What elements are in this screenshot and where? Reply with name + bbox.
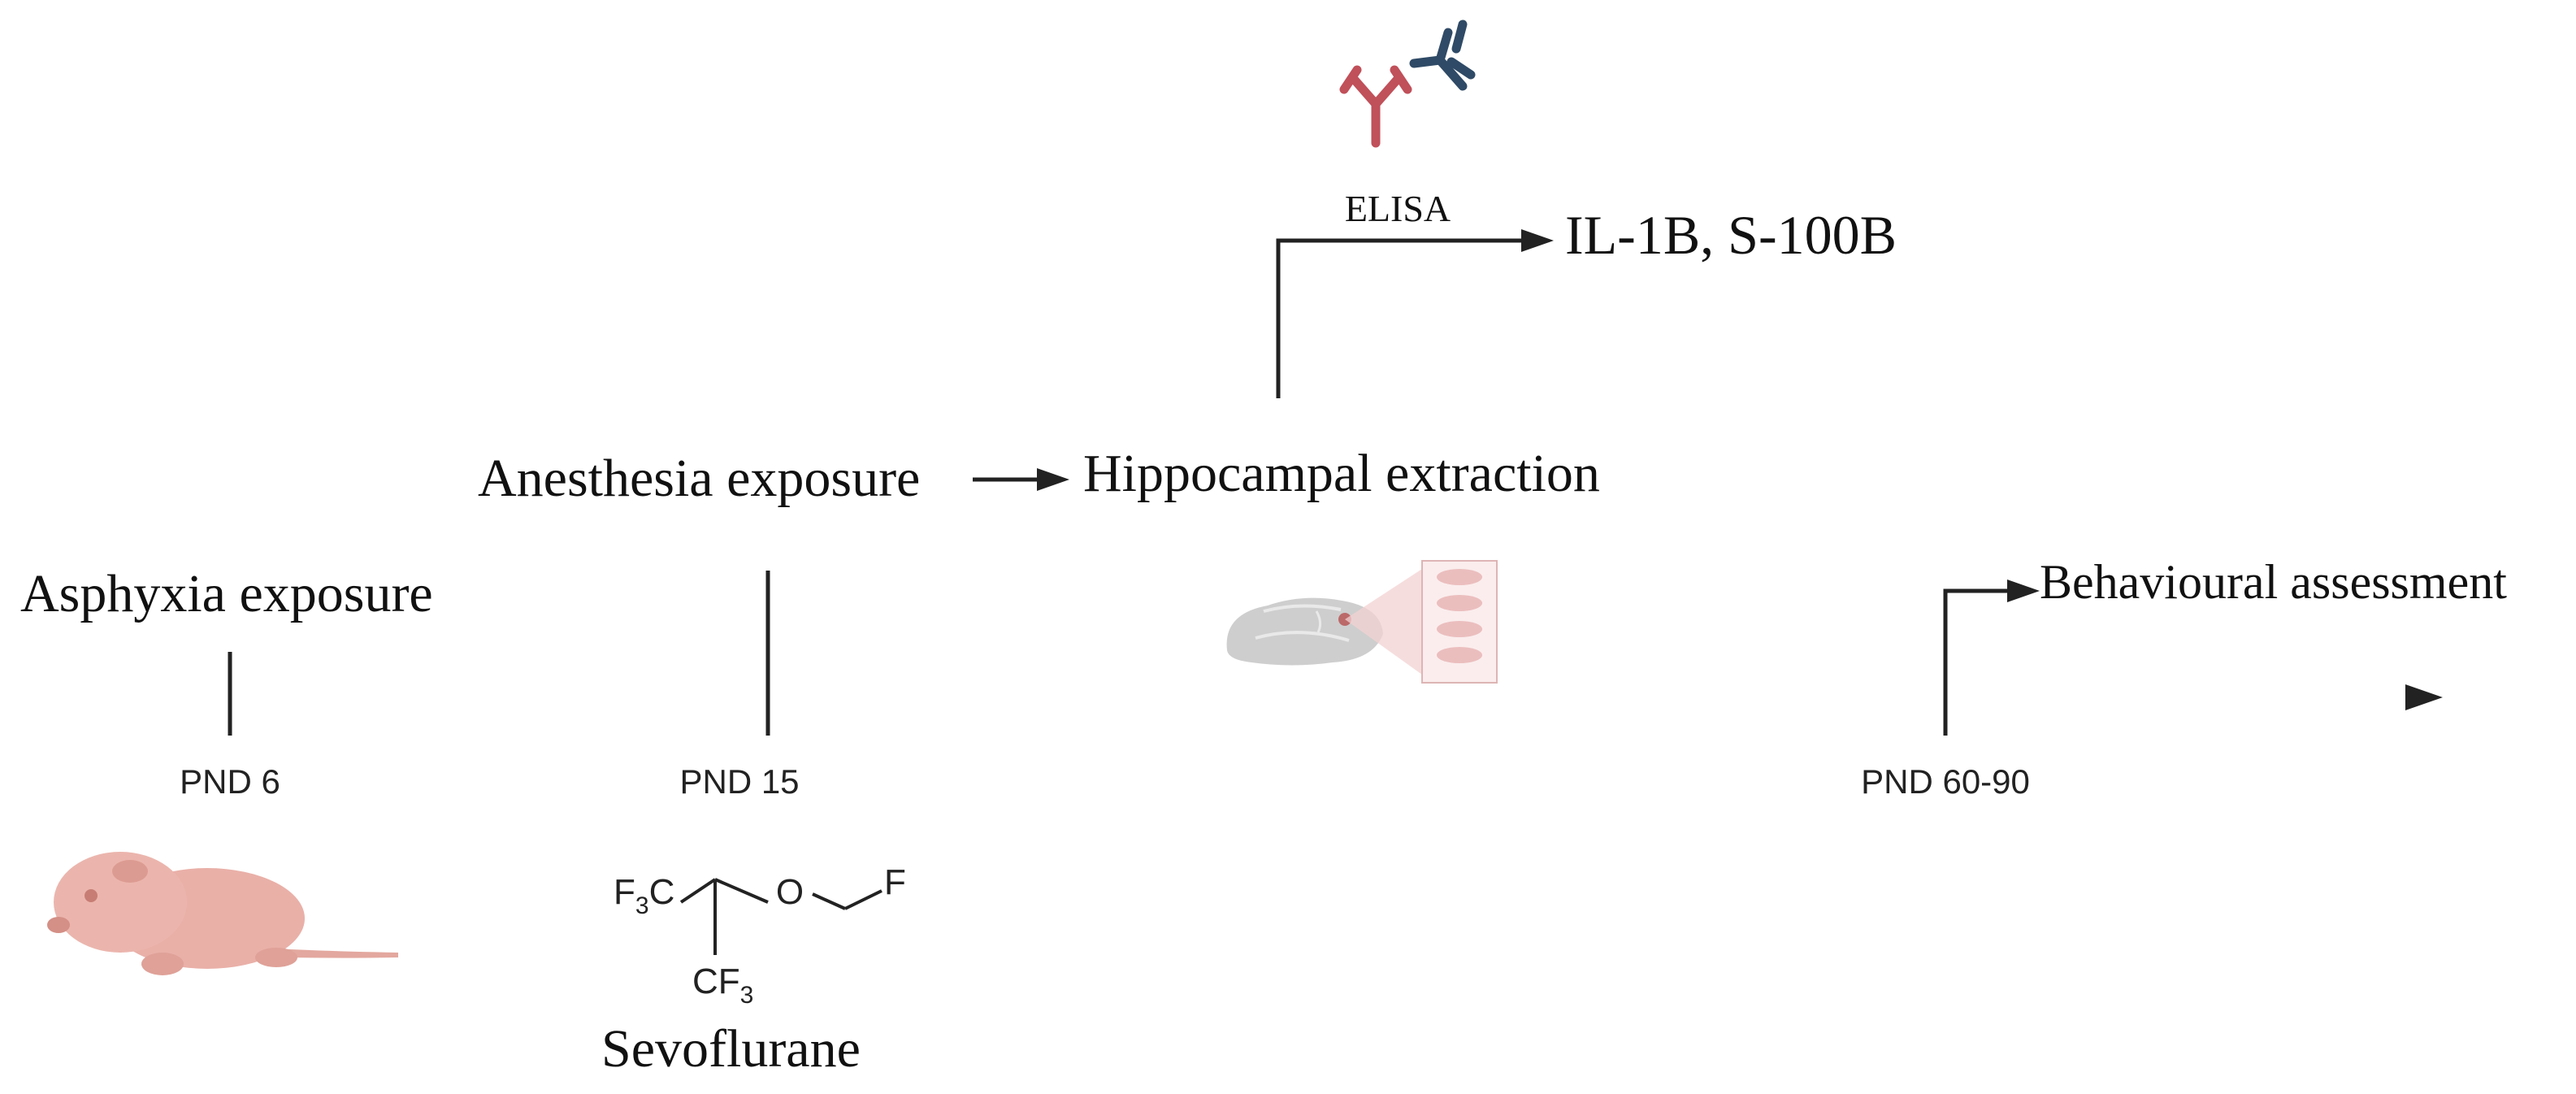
arrow-to-markers [1276, 229, 1554, 398]
event-hippocampal: Hippocampal extraction [1083, 444, 1600, 503]
brain-slice-icon [1226, 560, 1498, 684]
label-pnd15: PND 15 [679, 762, 799, 801]
label-pnd6: PND 6 [180, 762, 280, 801]
event-behavioural: Behavioural assessment [2040, 555, 2507, 609]
assay-method: ELISA [1345, 188, 1451, 229]
formula-f3c: F3C [614, 872, 674, 919]
drug-name: Sevoflurane [601, 1019, 861, 1079]
arrow-anesthesia-to-hippocampal [973, 468, 1069, 491]
rat-pup-icon [47, 852, 398, 975]
antibody-icon [1339, 20, 1476, 148]
formula-oxygen: O [776, 872, 804, 912]
formula-cf3: CF3 [692, 962, 753, 1009]
arrow-to-behavioural [1943, 580, 2040, 697]
label-pnd60-90: PND 60-90 [1861, 762, 2030, 801]
event-anesthesia: Anesthesia exposure [478, 449, 920, 508]
formula-fluorine: F [884, 862, 906, 902]
timeline-axis [0, 684, 2443, 710]
assay-markers: IL-1B, S-100B [1565, 204, 1897, 266]
event-asphyxia: Asphyxia exposure [20, 564, 433, 623]
sevoflurane-structure: F3C O F CF3 [614, 862, 906, 1009]
